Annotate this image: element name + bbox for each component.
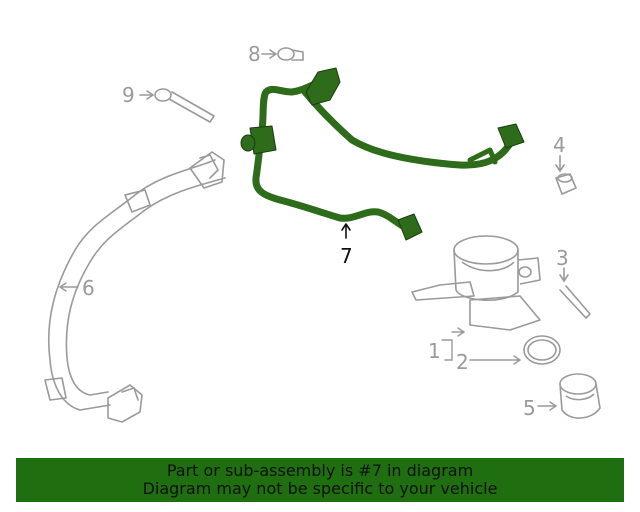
callout-3: 3 — [556, 246, 569, 270]
cap-part-4 — [554, 155, 578, 196]
leader-lines — [58, 282, 558, 411]
callout-2: 2 — [456, 350, 469, 374]
info-banner: Part or sub-assembly is #7 in diagram Di… — [16, 458, 624, 502]
valve-body-part-1 — [411, 235, 541, 331]
parts-diagram — [44, 47, 601, 423]
callout-7: 7 — [340, 244, 353, 268]
callout-4: 4 — [553, 133, 566, 157]
pipe-assembly-part-7 — [240, 67, 525, 241]
sleeve-part-5 — [559, 373, 601, 419]
banner-line-1: Part or sub-assembly is #7 in diagram — [166, 461, 474, 480]
callout-5: 5 — [523, 396, 536, 420]
callout-9: 9 — [122, 83, 135, 107]
banner-line-2: Diagram may not be specific to your vehi… — [142, 479, 498, 498]
bolt-part-9 — [139, 88, 215, 123]
stud-part-3 — [559, 267, 591, 319]
seal-part-2 — [523, 335, 561, 365]
hose-part-6 — [44, 151, 226, 423]
callout-6: 6 — [82, 276, 95, 300]
callout-8: 8 — [248, 42, 261, 66]
callout-1: 1 — [428, 339, 441, 363]
bolt-part-8 — [261, 47, 304, 61]
